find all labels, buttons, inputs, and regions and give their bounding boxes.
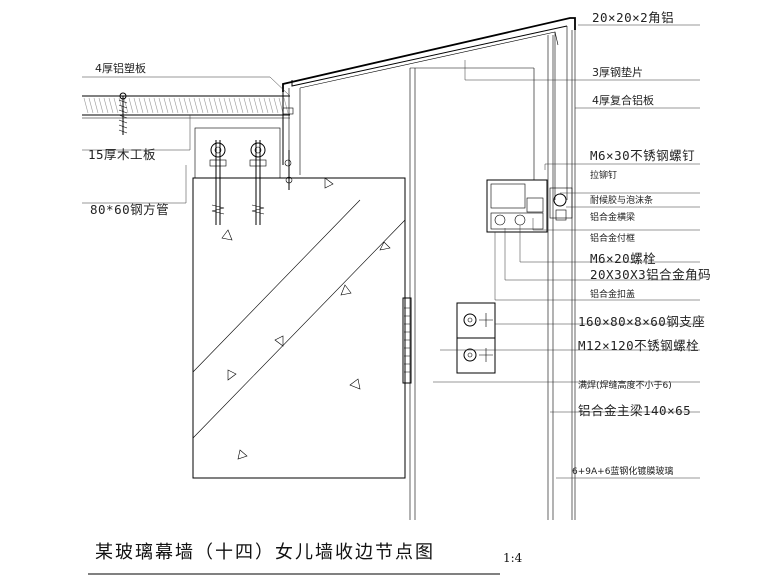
insulation-hatch [263, 97, 269, 114]
label-steel-plate: 3厚钢垫片 [592, 65, 643, 79]
label-glass: 6+9A+6蓝钢化镀膜玻璃 [572, 465, 673, 477]
label-composite-panel: 4厚复合铝板 [592, 93, 654, 107]
label-al-angle-code: 20X30X3铝合金角码 [590, 267, 711, 282]
label-pull-rivet: 拉铆钉 [590, 169, 617, 181]
title-scale: 1:4 [503, 551, 523, 565]
label-aluminum-panel: 4厚铝塑板 [95, 61, 146, 75]
insulation-hatch [238, 97, 244, 114]
insulation-hatch [93, 97, 99, 114]
label-al-cover: 铝合金扣盖 [590, 288, 635, 300]
label-al-transom: 铝合金横梁 [590, 211, 635, 223]
insulation-hatch [98, 97, 104, 114]
label-corner-angle: 20×20×2角铝 [592, 10, 674, 25]
insulation-hatch [258, 97, 264, 114]
insulation-hatch [163, 97, 169, 114]
inner-board [409, 35, 554, 520]
aluminum-transom [486, 179, 573, 233]
insulation-hatch [188, 97, 194, 114]
insulation-hatch [273, 97, 279, 114]
insulation-hatch [228, 97, 234, 114]
label-square-tube: 80*60钢方管 [90, 202, 169, 217]
drawing-title: 某玻璃幕墙（十四）女儿墙收边节点图 1:4 [88, 542, 523, 575]
cap-screw-icon [282, 107, 294, 190]
insulation-hatch [168, 97, 174, 114]
label-ss-bolt-m12: M12×120不锈钢螺栓 [578, 338, 699, 353]
label-al-mullion: 铝合金主梁140×65 [578, 403, 691, 418]
title-text: 某玻璃幕墙（十四）女儿墙收边节点图 [95, 542, 435, 563]
insulation-hatch [103, 97, 109, 114]
insulation-hatch [83, 97, 89, 114]
insulation-hatch [113, 97, 119, 114]
insulation-hatch [278, 97, 284, 114]
insulation-hatch [248, 97, 254, 114]
right-leaders [433, 24, 700, 479]
insulation-hatch [178, 97, 184, 114]
insulation-hatch [268, 97, 274, 114]
insulation-hatch [158, 97, 164, 114]
left-leaders [82, 76, 291, 204]
insulation-hatch [223, 97, 229, 114]
insulation-hatch [198, 97, 204, 114]
expansion-bolt-right [249, 140, 267, 225]
insulation-hatch [128, 97, 134, 114]
label-wood-board: 15厚木工板 [88, 147, 156, 162]
label-steel-support: 160×80×8×60钢支座 [578, 314, 705, 329]
self-tapping-screw-icon [118, 92, 128, 135]
parapet-cap [282, 17, 576, 520]
expansion-bolt-left [194, 127, 281, 225]
insulation-hatch [218, 97, 224, 114]
insulation-hatch [123, 97, 129, 114]
label-ss-rivet: M6×30不锈钢螺钉 [590, 148, 695, 163]
label-sealant: 耐候胶与泡沫条 [590, 194, 653, 206]
insulation-hatch [148, 97, 154, 114]
steel-support [402, 297, 496, 384]
concrete-parapet [192, 177, 406, 479]
insulation-hatch [253, 97, 259, 114]
insulation-hatch [88, 97, 94, 114]
insulation-hatch [283, 97, 289, 114]
insulation-hatch [153, 97, 159, 114]
label-weld: 满焊(焊缝高度不小于6) [578, 379, 672, 391]
insulation-hatch [233, 97, 239, 114]
insulation-hatch [193, 97, 199, 114]
label-bolt-m6: M6×20螺栓 [590, 251, 656, 266]
insulation-hatch [173, 97, 179, 114]
insulation-hatch [208, 97, 214, 114]
insulation-hatch [213, 97, 219, 114]
insulation-hatch [143, 97, 149, 114]
roof-insulation-layer [82, 95, 290, 119]
insulation-hatch [108, 97, 114, 114]
insulation-hatch [243, 97, 249, 114]
insulation-hatch [183, 97, 189, 114]
insulation-hatch [203, 97, 209, 114]
insulation-hatch [138, 97, 144, 114]
insulation-hatch [133, 97, 139, 114]
label-al-frame: 铝合金付框 [590, 232, 635, 244]
